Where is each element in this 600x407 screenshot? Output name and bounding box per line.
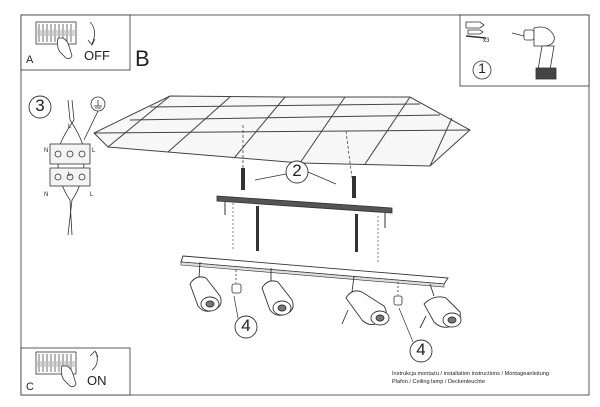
panel-a-switch-off bbox=[20, 14, 131, 71]
wire-label-l-right: L bbox=[92, 148, 96, 154]
panel-c-switch-on bbox=[20, 347, 131, 396]
switch-off-label: OFF bbox=[84, 48, 110, 63]
step-4-number-right: 4 bbox=[416, 340, 426, 359]
page-frame bbox=[20, 14, 590, 396]
lamp-base-plate bbox=[180, 255, 449, 288]
callout-circles bbox=[28, 95, 433, 363]
spotlight-head-1 bbox=[189, 261, 222, 312]
panel-a-letter: A bbox=[26, 54, 34, 66]
wall-plug-icon bbox=[465, 21, 485, 35]
step-1-number: 1 bbox=[478, 60, 486, 76]
panel-tools bbox=[459, 14, 590, 87]
step-3-number: 3 bbox=[35, 96, 45, 115]
switch-on-label: ON bbox=[87, 373, 107, 388]
ceiling-grid bbox=[93, 95, 471, 167]
step-2-number: 2 bbox=[292, 161, 302, 180]
panel-c-letter: C bbox=[26, 381, 34, 393]
spotlight-head-3 bbox=[341, 275, 390, 326]
caption-line-2: Plafon / Ceiling lamp / Deckenleuchte bbox=[392, 379, 485, 385]
wire-label-l-center: L bbox=[68, 172, 72, 178]
panel-b-letter: B bbox=[135, 46, 150, 71]
wire-label-n-left: N bbox=[44, 148, 49, 154]
mounting-bracket bbox=[216, 195, 393, 262]
drill-icon bbox=[511, 26, 557, 80]
wiring-diagram bbox=[49, 96, 106, 236]
screw-quantity: x3 bbox=[483, 38, 490, 44]
step-4-number-left: 4 bbox=[241, 316, 251, 335]
mounting-screws bbox=[241, 168, 356, 198]
wire-label-l-bottom: L bbox=[90, 192, 94, 198]
drill-guide-lines bbox=[242, 125, 353, 179]
caption-line-1: Instrukcja montażu / installation instru… bbox=[392, 371, 550, 377]
spotlight-head-2 bbox=[261, 268, 294, 316]
wire-label-n-bottom: N bbox=[44, 192, 49, 198]
screw-icon bbox=[465, 35, 487, 39]
callout-leaders bbox=[233, 171, 414, 343]
wire-label-l-top: L bbox=[68, 124, 72, 130]
bulbs bbox=[231, 270, 403, 306]
spotlight-head-4 bbox=[419, 283, 462, 329]
